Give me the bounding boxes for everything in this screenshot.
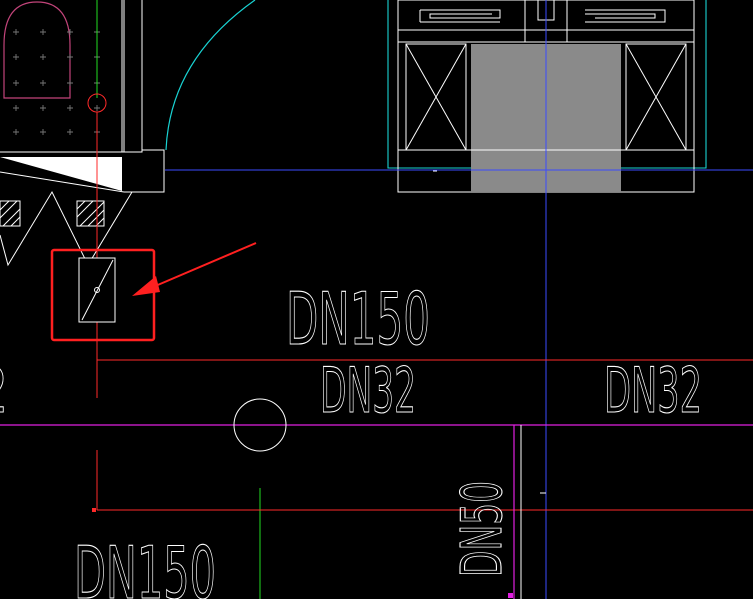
label-dn150-top: DN150 (286, 277, 430, 361)
gate-valve-icon[interactable] (78, 257, 116, 323)
red-pipes (87, 93, 753, 511)
label-dn150-bottom: DN150 (74, 531, 216, 599)
toilet-fixture (0, 0, 165, 193)
label-dn50-vertical: DN50 (450, 481, 515, 577)
highlight-box[interactable] (50, 248, 156, 342)
label-dn32-middle: DN32 (320, 354, 416, 427)
magenta-pipes (0, 424, 753, 599)
slab-edge (0, 171, 125, 193)
wall-stub (121, 0, 143, 153)
valve-diagonal (81, 259, 114, 321)
arrow-shaft (145, 242, 257, 291)
hatched-support-left (0, 200, 21, 227)
pipe-section-circle-icon (233, 398, 287, 452)
cross-braces (405, 43, 687, 151)
pointer-arrow-icon (132, 242, 257, 296)
tile-grid-marks (13, 29, 100, 135)
fixture-frame (0, 0, 125, 153)
label-dn32-right: DN32 (604, 354, 702, 427)
equipment-block (387, 0, 707, 193)
label-cut-digit: 2 (0, 354, 8, 427)
valve-center (94, 287, 100, 293)
support-zigzag (0, 190, 133, 267)
sloped-slab (0, 157, 122, 191)
pipe-supports (0, 190, 133, 267)
toilet-bowl-outline (3, 1, 71, 99)
wall-step (124, 149, 165, 193)
red-node (92, 508, 96, 512)
arrow-head (132, 276, 160, 296)
hatch-lines (0, 200, 105, 227)
magenta-node (508, 593, 513, 598)
hatched-support-right (76, 200, 105, 227)
door-swing-arc (165, 0, 256, 151)
